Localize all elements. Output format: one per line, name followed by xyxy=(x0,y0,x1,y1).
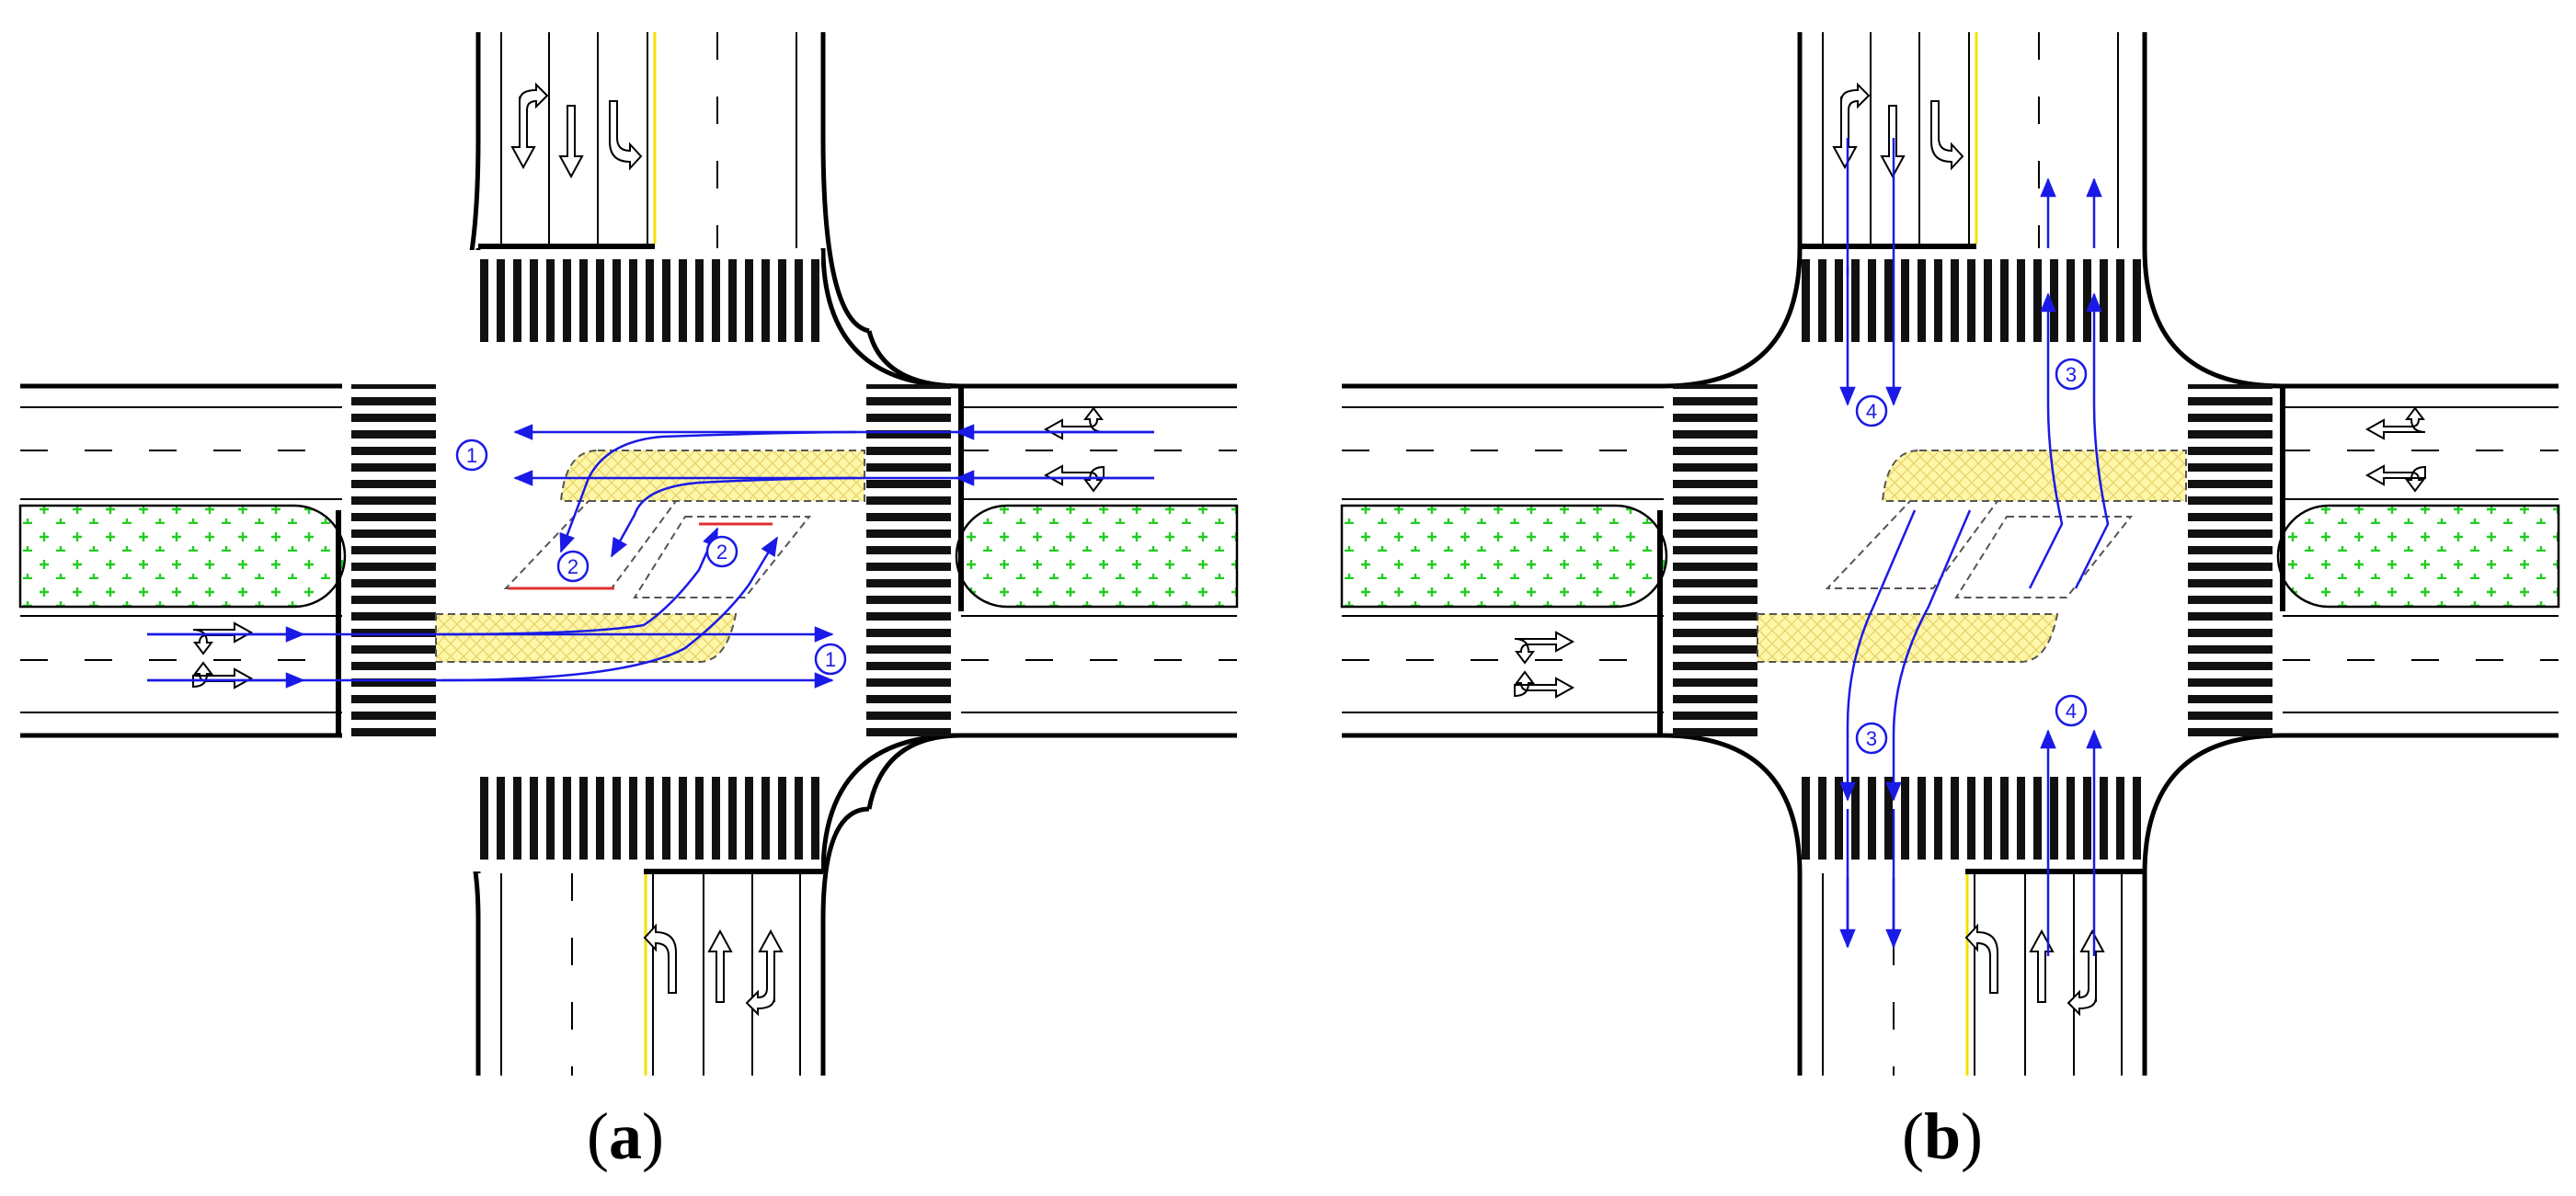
waiting-strip-bottom xyxy=(1757,613,2059,663)
phase-label-text: 3 xyxy=(1866,727,1877,750)
east-arm-lanes xyxy=(2283,406,2559,713)
arrow-right-through-icon xyxy=(192,661,254,689)
flow-lines-a xyxy=(147,424,1154,689)
flow-lines-b xyxy=(1839,138,2110,956)
flow-phase2-left-1 xyxy=(559,430,856,553)
flow-phase2-left-4 xyxy=(441,536,779,682)
flow-phase2-left-3 xyxy=(441,527,719,636)
east-arm-lanes xyxy=(961,406,1237,713)
arrow-right-icon xyxy=(643,923,677,994)
caption-letter: a xyxy=(609,1099,642,1173)
panel-a-caption: (a) xyxy=(487,1099,763,1175)
caption-paren-close: ) xyxy=(1961,1099,1983,1173)
arrow-right-through-icon xyxy=(2364,464,2426,493)
west-crosswalk xyxy=(1673,384,1757,738)
lane-arrow-icons xyxy=(192,82,1105,1017)
phase-label-circle xyxy=(705,535,738,568)
panel-b-intersection: 4 3 3 4 xyxy=(1340,32,2560,1076)
west-median xyxy=(1340,504,1668,609)
east-median xyxy=(2276,504,2560,609)
arrow-right-icon xyxy=(1964,923,1998,994)
arrow-through-icon xyxy=(558,105,584,179)
arrow-left-through-icon xyxy=(1043,406,1105,440)
waiting-strip-top xyxy=(559,450,865,502)
phase-label-circle xyxy=(2055,694,2088,727)
north-arm-lanes xyxy=(1822,32,2119,248)
west-arm-lanes xyxy=(20,406,342,713)
north-crosswalk xyxy=(478,259,823,342)
arrow-left-through-icon xyxy=(1832,82,1871,170)
flow-phase3-left-north-1 xyxy=(2028,292,2064,589)
phase-labels-b xyxy=(1855,358,2088,755)
west-arm-lanes xyxy=(1342,406,1664,713)
arrow-left-through-icon xyxy=(2364,406,2426,440)
phase-label-text: 4 xyxy=(2066,700,2077,723)
south-arm-lanes xyxy=(1822,873,2123,1076)
phase-label-circle xyxy=(1855,394,1888,427)
flow-phase3-left-south-2 xyxy=(1885,509,1972,802)
panel-b-caption: (b) xyxy=(1804,1099,2080,1175)
phase-label-text: 1 xyxy=(825,648,836,671)
flow-phase2-left-2 xyxy=(610,476,856,558)
south-arm-lanes xyxy=(500,873,801,1076)
west-median xyxy=(18,504,347,609)
phase-label-circle xyxy=(814,643,847,676)
south-crosswalk xyxy=(478,777,823,860)
phase-label-circle xyxy=(1855,722,1888,755)
east-crosswalk xyxy=(2188,384,2273,738)
waiting-strip-bottom xyxy=(435,613,738,663)
left-turn-box-1 xyxy=(1825,500,1999,589)
south-crosswalk xyxy=(1800,777,2145,860)
phase-label-text: 2 xyxy=(716,541,727,564)
arrow-right-icon xyxy=(609,100,643,171)
phase-label-text: 3 xyxy=(2066,363,2077,386)
left-turn-box-2 xyxy=(1954,516,2134,598)
caption-letter: b xyxy=(1923,1099,1962,1173)
phase-label-circle xyxy=(556,550,590,583)
north-arm-lanes xyxy=(500,32,797,248)
arrow-left-through-icon xyxy=(745,928,784,1017)
arrow-through-icon xyxy=(707,928,733,1003)
caption-paren-open: ( xyxy=(587,1099,609,1173)
west-crosswalk xyxy=(351,384,436,738)
east-crosswalk xyxy=(866,384,951,738)
arrow-through-icon xyxy=(2029,928,2055,1003)
phase-label-text: 2 xyxy=(567,555,578,578)
arrow-left-through-icon xyxy=(510,82,549,170)
arrow-left-through-icon xyxy=(192,621,254,655)
caption-paren-open: ( xyxy=(1901,1099,1924,1173)
phase-label-circle xyxy=(455,439,488,472)
arrow-right-through-icon xyxy=(1043,464,1105,493)
waiting-strip-top xyxy=(1881,450,2187,502)
phase-labels-a xyxy=(455,439,847,676)
arrow-left-through-icon xyxy=(1514,631,1575,665)
phase-label-circle xyxy=(2055,358,2088,391)
left-turn-box-2 xyxy=(633,516,812,598)
panel-a-intersection: 1 1 2 2 xyxy=(18,32,1239,1076)
flow-phase3-left-north-2 xyxy=(2074,292,2110,589)
east-median xyxy=(955,504,1239,609)
phase-label-text: 4 xyxy=(1866,400,1877,423)
flow-phase3-left-south-1 xyxy=(1839,509,1917,802)
arrow-right-through-icon xyxy=(1514,670,1575,699)
arrow-right-icon xyxy=(1930,100,1964,171)
lane-arrow-icons xyxy=(1514,82,2426,1017)
caption-paren-close: ) xyxy=(642,1099,664,1173)
phase-label-text: 1 xyxy=(466,444,477,467)
